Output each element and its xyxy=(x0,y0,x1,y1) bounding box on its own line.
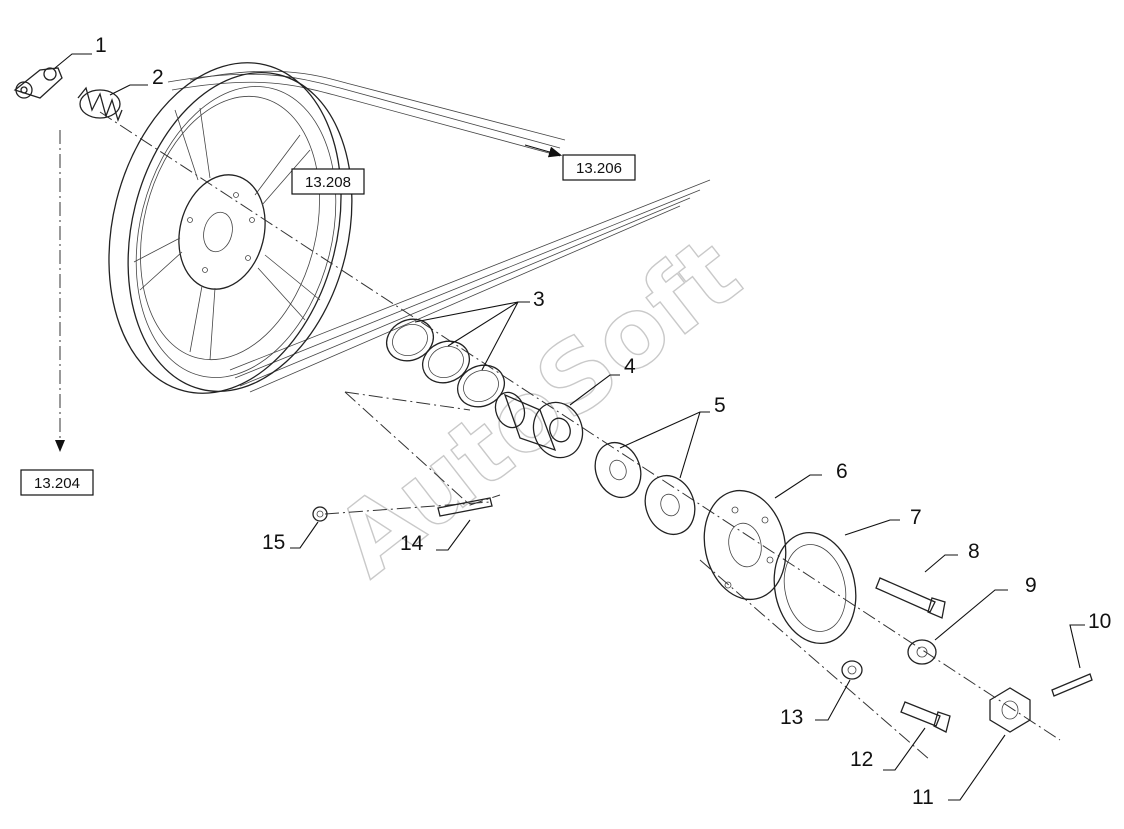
callout-12: 12 xyxy=(850,748,873,771)
callout-14: 14 xyxy=(400,532,424,555)
callout-9: 9 xyxy=(1025,574,1037,597)
part-8-bolt xyxy=(875,577,946,619)
reference-13-204[interactable]: 13.204 xyxy=(20,469,94,496)
callout-7: 7 xyxy=(910,506,922,529)
part-12-bolt xyxy=(900,701,951,733)
pulley-wheel xyxy=(108,62,353,394)
watermark-text: AutoSoft xyxy=(315,216,760,598)
callout-4: 4 xyxy=(624,355,636,378)
part-10-cotter-pin xyxy=(1051,673,1093,697)
part-13-washer xyxy=(841,660,863,680)
reference-arrows xyxy=(55,130,563,452)
part-14-pin xyxy=(437,497,493,517)
reference-13-204-label: 13.204 xyxy=(34,475,80,492)
reference-13-206[interactable]: 13.206 xyxy=(562,154,636,181)
callout-8: 8 xyxy=(968,540,980,563)
callout-6: 6 xyxy=(836,460,848,483)
callout-10: 10 xyxy=(1088,610,1111,633)
leader-lines xyxy=(54,53,1085,801)
part-6-flange-plate xyxy=(703,489,787,601)
callout-3: 3 xyxy=(533,288,545,311)
callout-11: 11 xyxy=(912,786,934,809)
reference-13-206-label: 13.206 xyxy=(576,160,622,177)
callout-13: 13 xyxy=(780,706,803,729)
callout-numbers: 1 2 3 4 5 6 7 8 9 10 11 12 13 14 15 xyxy=(95,34,1111,809)
part-5-washers xyxy=(594,441,696,536)
callout-5: 5 xyxy=(714,394,726,417)
reference-13-208[interactable]: 13.208 xyxy=(291,168,365,195)
reference-13-208-label: 13.208 xyxy=(305,174,351,191)
callout-15: 15 xyxy=(262,531,285,554)
part-15-grease-nipple xyxy=(312,506,328,522)
part-3-shims xyxy=(386,318,505,408)
belt-lines xyxy=(167,70,711,393)
part-11-castle-nut xyxy=(989,687,1031,733)
axis-lines xyxy=(99,111,1061,761)
part-4-hub xyxy=(494,391,584,459)
part-9-washer xyxy=(907,639,937,665)
callout-1: 1 xyxy=(95,34,107,57)
part-1-bracket xyxy=(13,67,63,99)
part-2-spring xyxy=(77,86,123,122)
callout-2: 2 xyxy=(152,66,164,89)
part-7-ring xyxy=(773,531,857,645)
